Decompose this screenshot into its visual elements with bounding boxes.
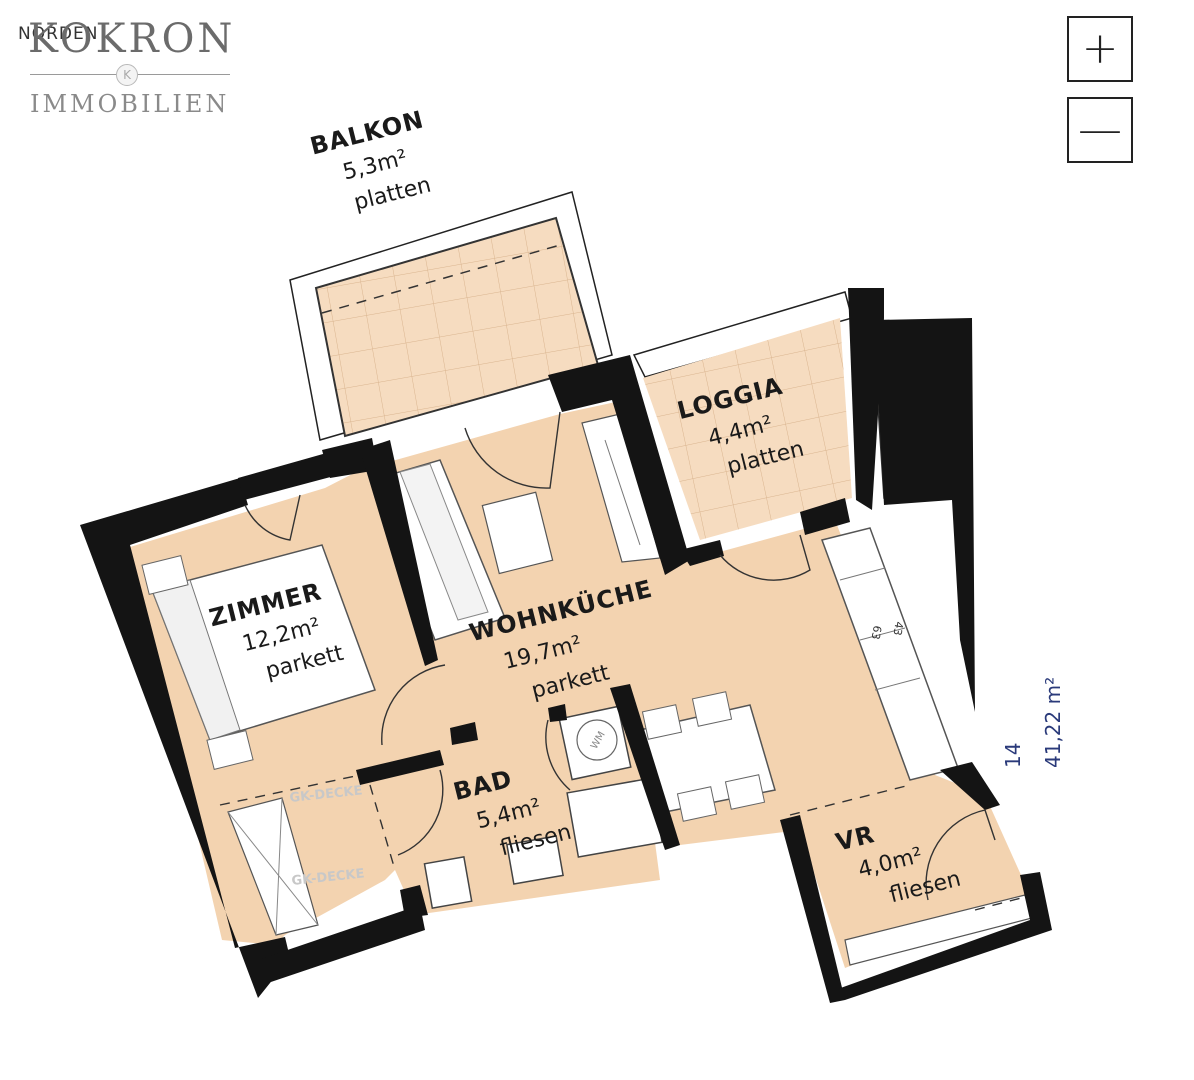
balkon-area: [289, 191, 613, 441]
dining-table: [639, 691, 776, 822]
zoom-out-button[interactable]: —: [1067, 97, 1133, 163]
bed: [141, 544, 376, 770]
walls: [80, 355, 1052, 1003]
loggia-area: [632, 288, 975, 712]
zoom-in-button[interactable]: +: [1067, 16, 1133, 82]
sofa-group: [371, 413, 661, 641]
dimension-label: 14: [1001, 743, 1025, 768]
zone-lines: [219, 774, 1026, 911]
wardrobe: [227, 797, 319, 936]
bath-fixtures: [423, 705, 663, 909]
plus-icon: +: [1081, 23, 1119, 74]
logo-brand: KOKRON: [28, 16, 236, 62]
stove-label-2: 43: [890, 620, 905, 636]
interior-floor: [130, 400, 1030, 968]
minus-icon: —: [1078, 104, 1122, 155]
doors: [244, 411, 996, 901]
logo-emblem-icon: K: [116, 64, 138, 86]
logo-subtitle: IMMOBILIEN: [30, 90, 230, 118]
stove-label-1: 63: [869, 624, 884, 640]
company-logo: NORDEN KOKRON K IMMOBILIEN: [18, 14, 238, 118]
north-indicator: NORDEN: [18, 24, 99, 44]
room-label-balkon: BALKON 5,3m² platten: [307, 105, 433, 215]
room-name-balkon: BALKON: [307, 105, 426, 160]
total-area-label: 41,22 m²: [1041, 677, 1065, 768]
